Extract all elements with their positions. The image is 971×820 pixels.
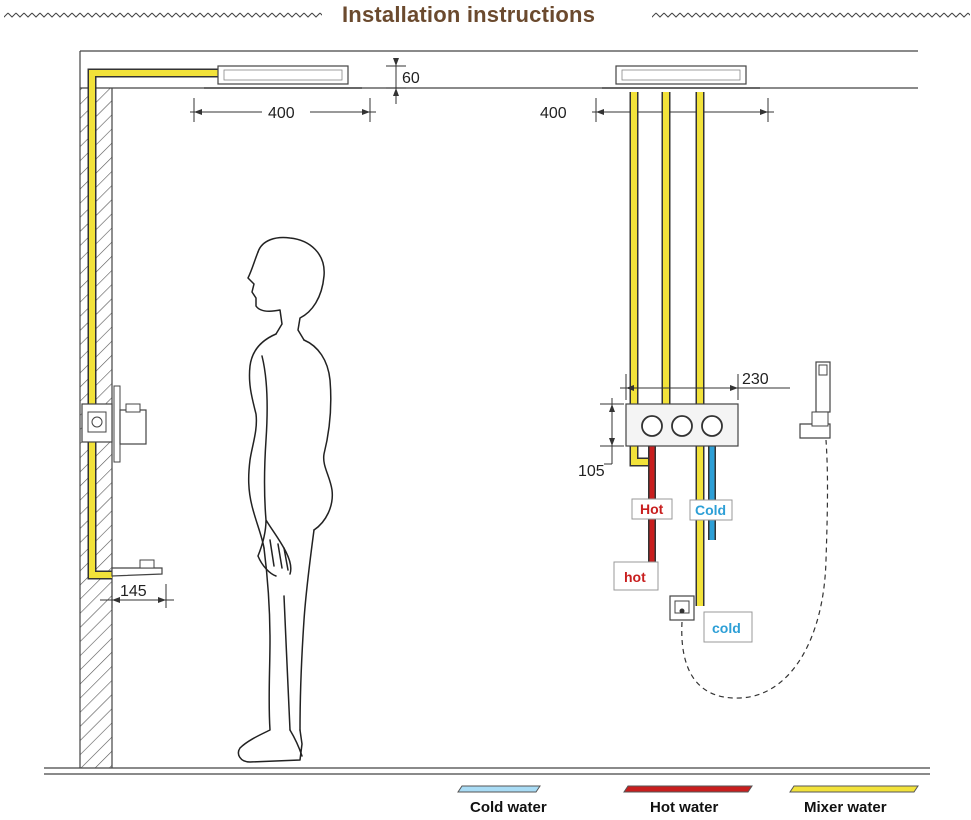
left-shower-head xyxy=(204,65,362,89)
svg-text:cold: cold xyxy=(712,620,741,636)
title-ornament xyxy=(4,8,970,18)
right-shower-head xyxy=(602,65,760,89)
valve-panel xyxy=(625,403,739,447)
right-mixer-pipes xyxy=(629,92,705,606)
hot-label-lower: hot xyxy=(613,561,659,591)
dim-right-400-label: 400 xyxy=(540,105,567,122)
svg-text:Cold: Cold xyxy=(695,502,726,518)
dim-left-400: 400 xyxy=(190,98,376,122)
svg-text:hot: hot xyxy=(624,569,646,585)
left-wall-valve xyxy=(81,385,147,463)
valve-knob-icon xyxy=(701,415,723,437)
dim-left-400-label: 400 xyxy=(268,105,295,122)
hot-label-upper: Hot xyxy=(631,498,673,520)
dim-230-label: 230 xyxy=(742,371,769,388)
dim-230: 230 xyxy=(620,371,790,400)
legend-hot: Hot water xyxy=(623,785,753,816)
page-title: Installation instructions xyxy=(342,2,596,27)
human-figure xyxy=(237,236,334,763)
legend-mixer: Mixer water xyxy=(789,785,919,816)
legend: Cold water Hot water Mixer water xyxy=(457,785,919,816)
svg-text:Hot water: Hot water xyxy=(650,799,719,816)
cold-label-upper: Cold xyxy=(689,499,733,521)
svg-text:Hot: Hot xyxy=(640,501,664,517)
hand-shower xyxy=(799,361,831,439)
dim-145: 145 xyxy=(100,583,174,608)
dim-60-label: 60 xyxy=(402,70,420,87)
cold-label-lower: cold xyxy=(703,611,753,643)
dim-60: 60 xyxy=(386,58,420,104)
valve-knob-icon xyxy=(671,415,693,437)
left-mixer-pipe xyxy=(87,68,218,580)
dim-105: 105 xyxy=(578,398,624,480)
valve-knob-icon xyxy=(641,415,663,437)
shower-hose xyxy=(681,439,829,699)
dim-145-label: 145 xyxy=(120,583,147,600)
wall-outlet xyxy=(669,595,695,621)
svg-text:Cold water: Cold water xyxy=(470,799,547,816)
svg-text:Mixer water: Mixer water xyxy=(804,799,887,816)
title-bar: Installation instructions xyxy=(0,0,971,30)
left-shelf xyxy=(111,559,163,577)
dim-right-400: 400 xyxy=(536,98,774,122)
dim-105-label: 105 xyxy=(578,463,605,480)
legend-cold: Cold water xyxy=(457,785,547,816)
floor xyxy=(44,767,930,775)
